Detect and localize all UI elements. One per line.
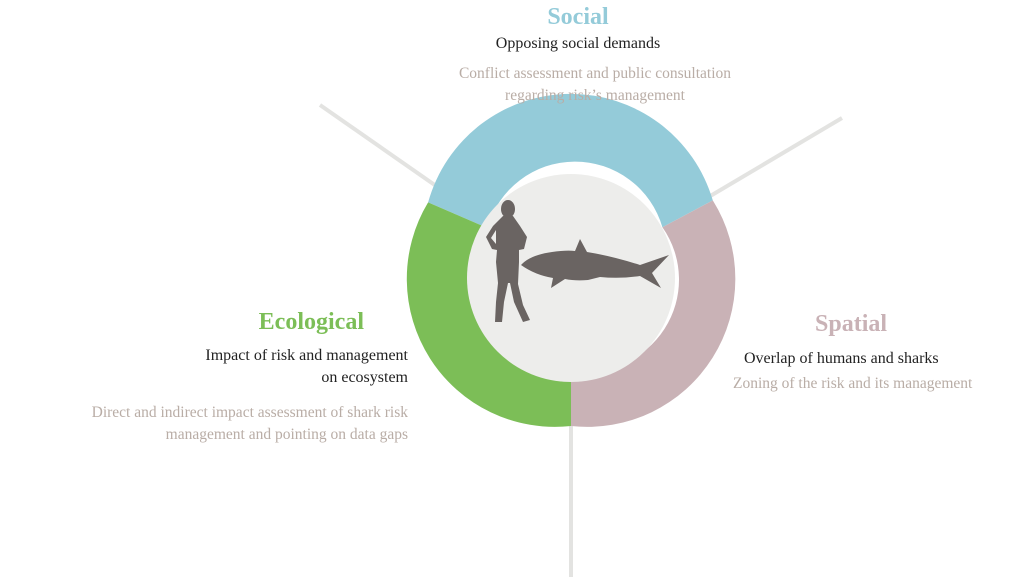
spatial-subtitle: Overlap of humans and sharks	[744, 350, 939, 367]
ecological-description: Direct and indirect impact assessment of…	[92, 402, 408, 446]
connector-line-social-right	[688, 116, 844, 210]
social-subtitle: Opposing social demands	[495, 35, 661, 52]
spatial-description: Zoning of the risk and its management	[733, 375, 973, 392]
ring-segment-social	[428, 93, 713, 228]
shark-silhouette-icon	[521, 239, 669, 288]
person-silhouette-icon	[486, 200, 530, 322]
ecological-subtitle-line-2: on ecosystem	[321, 369, 408, 386]
ecological-title: Ecological	[258, 309, 364, 335]
ecological-description-line-1: Direct and indirect impact assessment of…	[91, 404, 408, 421]
spatial-title: Spatial	[815, 311, 888, 337]
social-description-line-2: regarding risk’s management	[505, 87, 685, 104]
ecological-subtitle-line-1: Impact of risk and management	[205, 347, 408, 364]
social-description: Conflict assessment and public consultat…	[0, 63, 1036, 107]
ecological-description-line-2: management and pointing on data gaps	[165, 426, 408, 443]
ecological-subtitle: Impact of risk and management on ecosyst…	[205, 345, 408, 389]
social-description-line-1: Conflict assessment and public consultat…	[458, 65, 732, 82]
social-title: Social	[547, 4, 609, 30]
